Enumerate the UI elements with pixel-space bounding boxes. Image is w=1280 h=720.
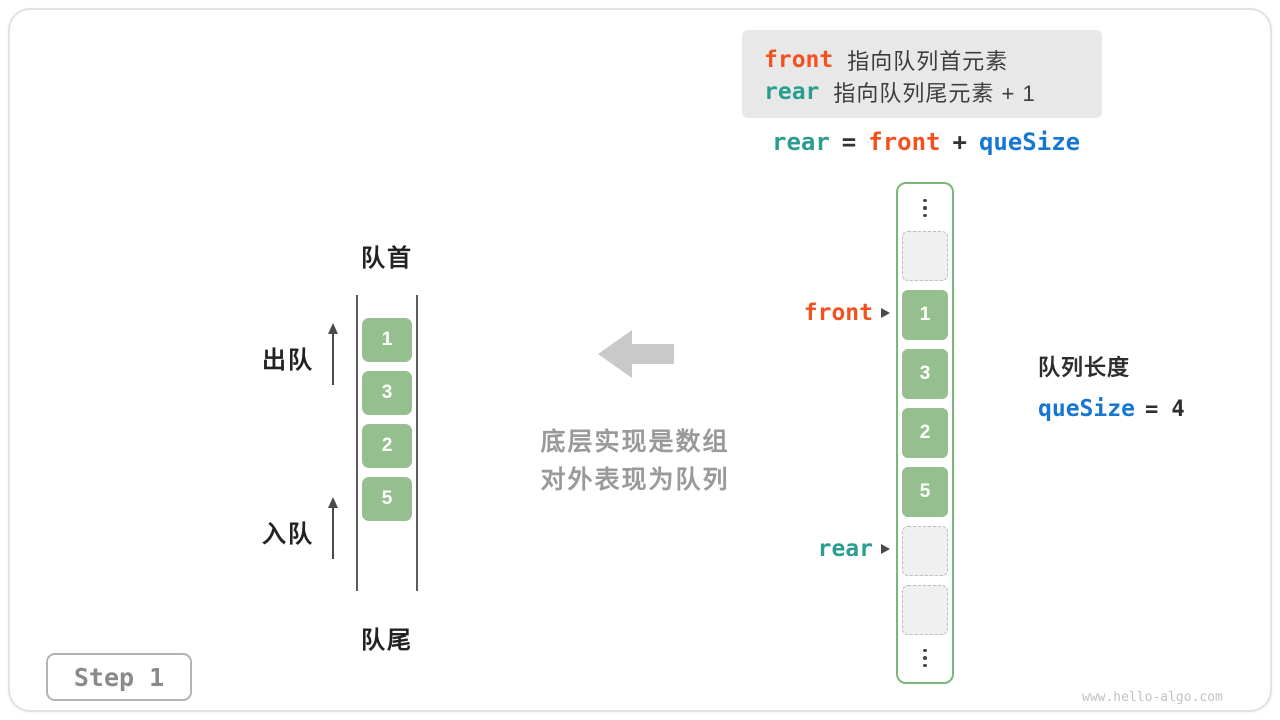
queue-head-label: 队首 [361,245,413,272]
formula-quesize: queSize [978,128,1081,156]
watermark: www.hello-algo.com [1082,690,1223,705]
formula-front: front [868,128,941,156]
queue-cell: 2 [362,424,412,468]
formula-rear: rear [772,128,830,156]
front-description: 指向队列首元素 [847,49,1009,74]
quesize-value: = 4 [1144,396,1185,422]
rear-pointer-label: rear [817,536,873,562]
caption-line1: 底层实现是数组 [540,428,730,456]
figure-card: front 指向队列首元素 rear 指向队列尾元素 + 1 rear = fr… [8,8,1272,712]
right-triangle-icon [881,308,890,318]
queue-right-rail [416,295,418,591]
rear-keyword: rear [764,79,820,105]
caption-line2: 对外表现为队列 [540,466,730,494]
array-cell-empty [902,526,948,576]
rear-description: 指向队列尾元素 + 1 [833,81,1036,106]
enqueue-label: 入队 [262,521,314,548]
array-cell: 1 [902,290,948,340]
queue-cell: 5 [362,477,412,521]
array-cell: 3 [902,349,948,399]
right-triangle-icon [881,544,890,554]
array-cell: 2 [902,408,948,458]
dequeue-up-arrow-icon [328,323,338,385]
ellipsis-bottom-icon [902,644,948,672]
front-pointer: front [740,299,890,327]
enqueue-up-arrow-icon [328,497,338,559]
step-badge: Step 1 [46,653,192,701]
queue-cell: 3 [362,371,412,415]
queue-tail-label: 队尾 [361,627,413,654]
ellipsis-top-icon [902,194,948,222]
queue-length-label: 队列长度 [1038,355,1131,380]
quesize-row: queSize = 4 [1038,396,1185,422]
queue-length-info: 队列长度 queSize = 4 [1038,350,1185,422]
front-pointer-label: front [803,300,873,326]
array-cell-empty [902,231,948,281]
front-keyword: front [764,47,834,73]
legend-rear-row: rear 指向队列尾元素 + 1 [764,76,1080,108]
legend-box: front 指向队列首元素 rear 指向队列尾元素 + 1 [742,30,1102,118]
queue-left-rail [356,295,358,591]
array-container: 1 3 2 5 [896,182,954,684]
array-cell-empty [902,585,948,635]
formula: rear = front + queSize [772,128,1080,156]
array-cell: 5 [902,467,948,517]
left-arrow-icon [598,330,674,378]
formula-plus: + [952,128,967,156]
dequeue-label: 出队 [262,347,314,374]
quesize-keyword: queSize [1038,396,1135,422]
rear-pointer: rear [740,535,890,563]
queue-cell: 1 [362,318,412,362]
formula-equals: = [841,128,857,156]
legend-front-row: front 指向队列首元素 [764,44,1080,76]
